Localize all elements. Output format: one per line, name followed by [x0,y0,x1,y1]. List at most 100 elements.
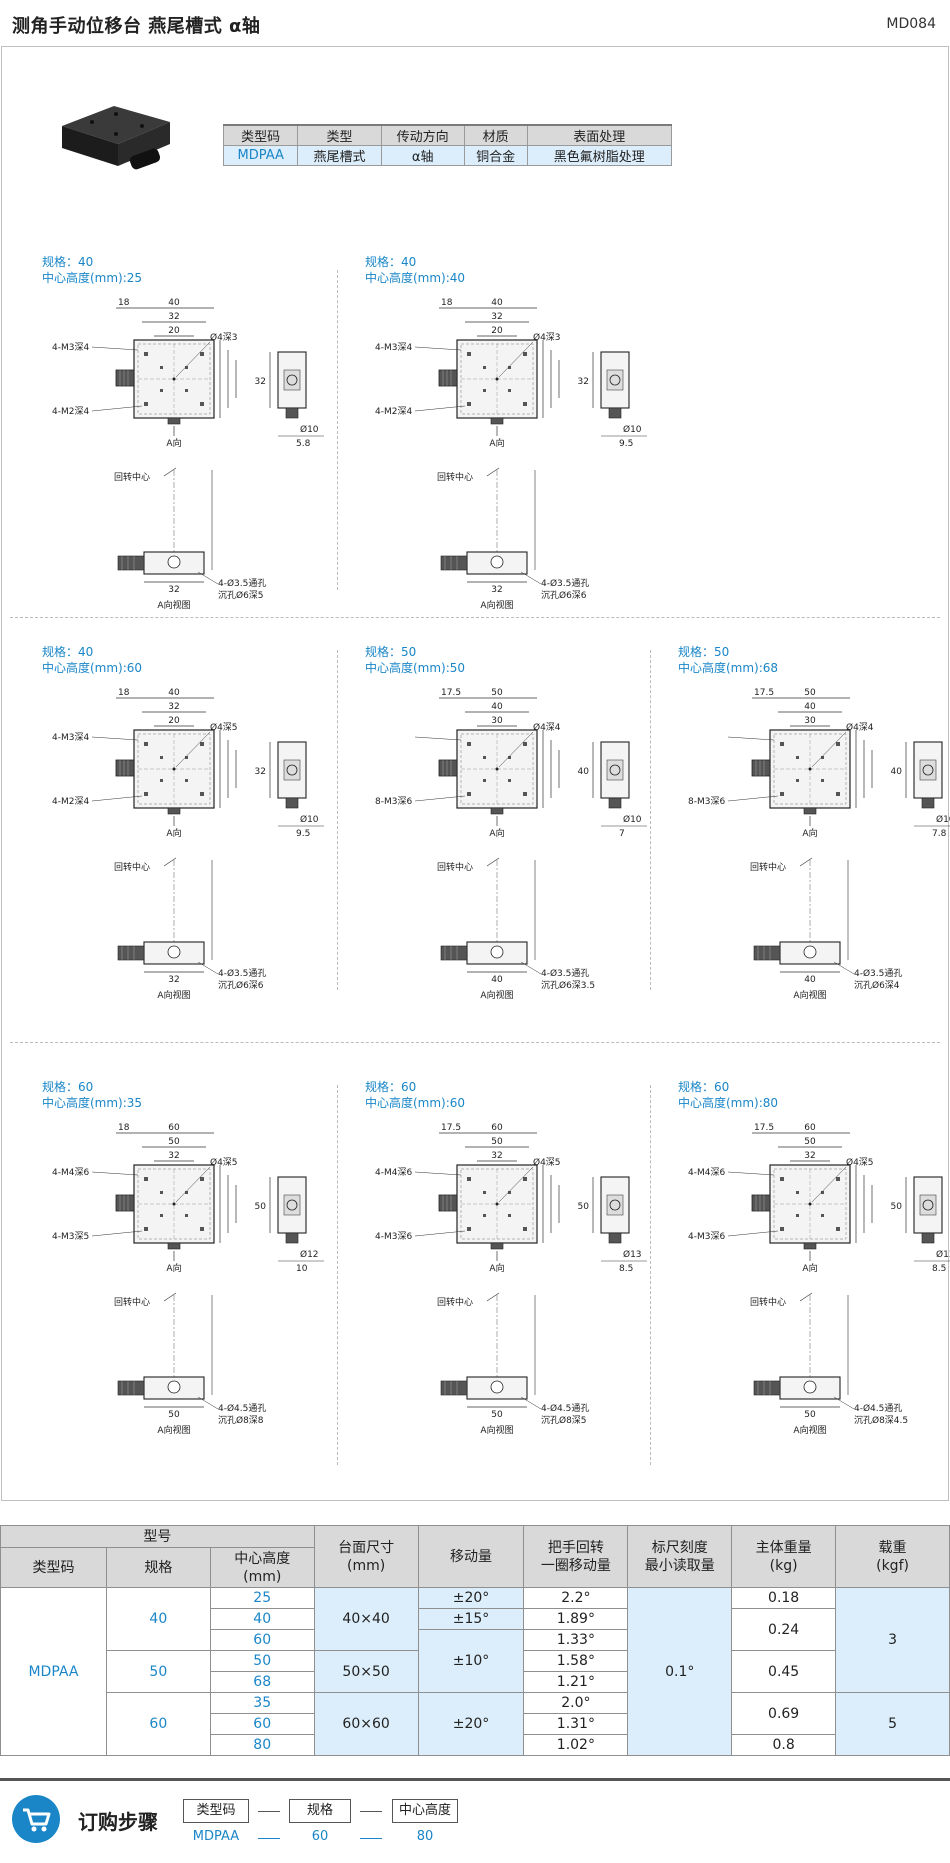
page-title: 测角手动位移台 燕尾槽式 α轴 [12,16,261,37]
side-height: 32 [255,767,266,777]
a-view-label: A向视图 [793,989,826,1001]
dim-inner: 20 [491,326,503,336]
cart-icon [12,1795,60,1843]
technical-drawing: 40 32 20 18 A向 4-M3深4 [52,688,324,1001]
cell-travel: ±10° [417,1629,525,1693]
order-connector [258,1811,280,1812]
cell-turn: 1.02° [523,1734,629,1756]
side-height: 50 [578,1202,590,1212]
side-offset: 7.8 [932,829,947,839]
spec-label: 规格：40 [365,255,417,269]
val-type-code: MDPAA [222,145,299,166]
spec-label: 规格：40 [42,645,94,659]
dim-mid: 32 [168,702,179,712]
note-hole: Ø4深4 [846,722,874,733]
cell-size: 60 [105,1692,211,1756]
a-direction-label: A向 [166,437,181,449]
order-steps: 订购步骤 类型码 规格 中心高度 MDPAA 60 80 [0,1778,950,1858]
header-table-size: 台面尺寸 (mm) [313,1525,419,1588]
header-model: 型号 [0,1525,315,1548]
order-title: 订购步骤 [78,1810,158,1834]
order-box-size: 规格 [289,1799,351,1823]
technical-drawing: 60 50 32 17.5 A向 4-M4深6 [375,1123,647,1436]
a-view-label: A向视图 [157,1424,190,1436]
dim-width: 60 [491,1123,503,1133]
drawing-frame [1,46,949,1501]
view-width: 40 [804,975,816,985]
technical-drawing: 60 50 32 17.5 A向 4-M4深6 [688,1123,950,1436]
drawing-cell: 规格：40 中心高度(mm):60 40 32 20 18 [34,640,334,1020]
note-counterbore: 沉孔Ø6深3.5 [541,980,595,991]
note-thread-bottom: 4-M2深4 [375,406,412,417]
rotation-center-label: 回转中心 [437,1296,473,1308]
a-direction-label: A向 [489,827,504,839]
side-offset: 8.5 [619,1264,633,1274]
spec-label: 规格：50 [365,645,417,659]
dim-offset: 17.5 [441,1123,461,1133]
dim-inner: 32 [804,1151,815,1161]
order-connector [258,1838,280,1839]
note-thread-top: 4-M3深4 [52,732,89,743]
center-height-label: 中心高度(mm):68 [678,661,779,675]
a-direction-label: A向 [489,1262,504,1274]
note-hole: Ø4深4 [533,722,561,733]
note-hole: Ø4深5 [846,1157,874,1168]
side-diameter: Ø10 [623,814,642,825]
technical-drawing: 50 40 30 17.5 A向 [375,688,647,1001]
val-direction: α轴 [380,145,465,166]
center-height-label: 中心高度(mm):80 [678,1096,779,1110]
separator [337,650,338,990]
header-travel: 移动量 [417,1525,525,1588]
side-height: 32 [578,377,589,387]
order-value-size: 60 [311,1829,329,1844]
cell-height: 35 [209,1692,315,1714]
header-type-code: 类型码 [0,1547,107,1588]
spec-table: 型号 台面尺寸 (mm) 移动量 把手回转 一圈移动量 标尺刻度 最小读取量 主… [0,1525,950,1756]
a-view-label: A向视图 [793,1424,826,1436]
a-view-label: A向视图 [480,989,513,1001]
dim-offset: 17.5 [754,1123,774,1133]
side-height: 32 [255,377,266,387]
dim-inner: 20 [168,716,180,726]
cell-travel: ±20° [417,1587,525,1609]
separator [337,1085,338,1465]
val-material: 铜合金 [463,145,528,166]
type-info-table: 类型码 类型 传动方向 材质 表面处理 MDPAA 燕尾槽式 α轴 铜合金 黑色… [222,124,673,166]
cell-load: 5 [835,1692,950,1756]
technical-drawing: 40 32 20 18 A向 4-M3深4 [375,298,647,611]
rotation-center-label: 回转中心 [437,471,473,483]
dim-offset: 18 [118,688,130,698]
separator [10,1042,940,1043]
side-diameter: Ø10 [300,424,319,435]
view-width: 32 [168,975,179,985]
note-thread-bottom: 4-M2深4 [52,406,89,417]
dim-mid: 32 [168,312,179,322]
catalog-code: MD084 [886,16,936,32]
cell-height: 80 [209,1734,315,1756]
header-size: 规格 [105,1547,211,1588]
center-height-label: 中心高度(mm):40 [365,271,466,285]
separator [337,270,338,590]
center-height-label: 中心高度(mm):60 [365,1096,466,1110]
note-thread-bottom: 4-M3深5 [52,1231,89,1242]
header-scale: 标尺刻度 最小读取量 [627,1525,733,1588]
note-thread-bottom: 4-M3深6 [688,1231,725,1242]
cell-travel: ±15° [417,1608,525,1630]
drawing-cell: 规格：50 中心高度(mm):68 50 40 30 17.5 [670,640,950,1020]
cell-size: 50 [105,1650,211,1693]
note-thread-top: 4-M4深6 [52,1167,89,1178]
a-direction-label: A向 [802,827,817,839]
a-direction-label: A向 [166,827,181,839]
drawing-cell: 规格：60 中心高度(mm):35 60 50 32 18 [34,1075,334,1455]
note-through-hole: 4-Ø3.5通孔 [854,968,902,979]
side-height: 40 [578,767,590,777]
a-view-label: A向视图 [480,1424,513,1436]
note-through-hole: 4-Ø3.5通孔 [218,968,266,979]
dim-inner: 32 [491,1151,502,1161]
cell-table-size: 50×50 [313,1650,419,1693]
note-counterbore: 沉孔Ø8深8 [218,1415,264,1426]
spec-label: 规格：60 [678,1080,730,1094]
side-offset: 7 [619,829,625,839]
dim-offset: 18 [441,298,453,308]
cell-turn: 1.33° [523,1629,629,1651]
